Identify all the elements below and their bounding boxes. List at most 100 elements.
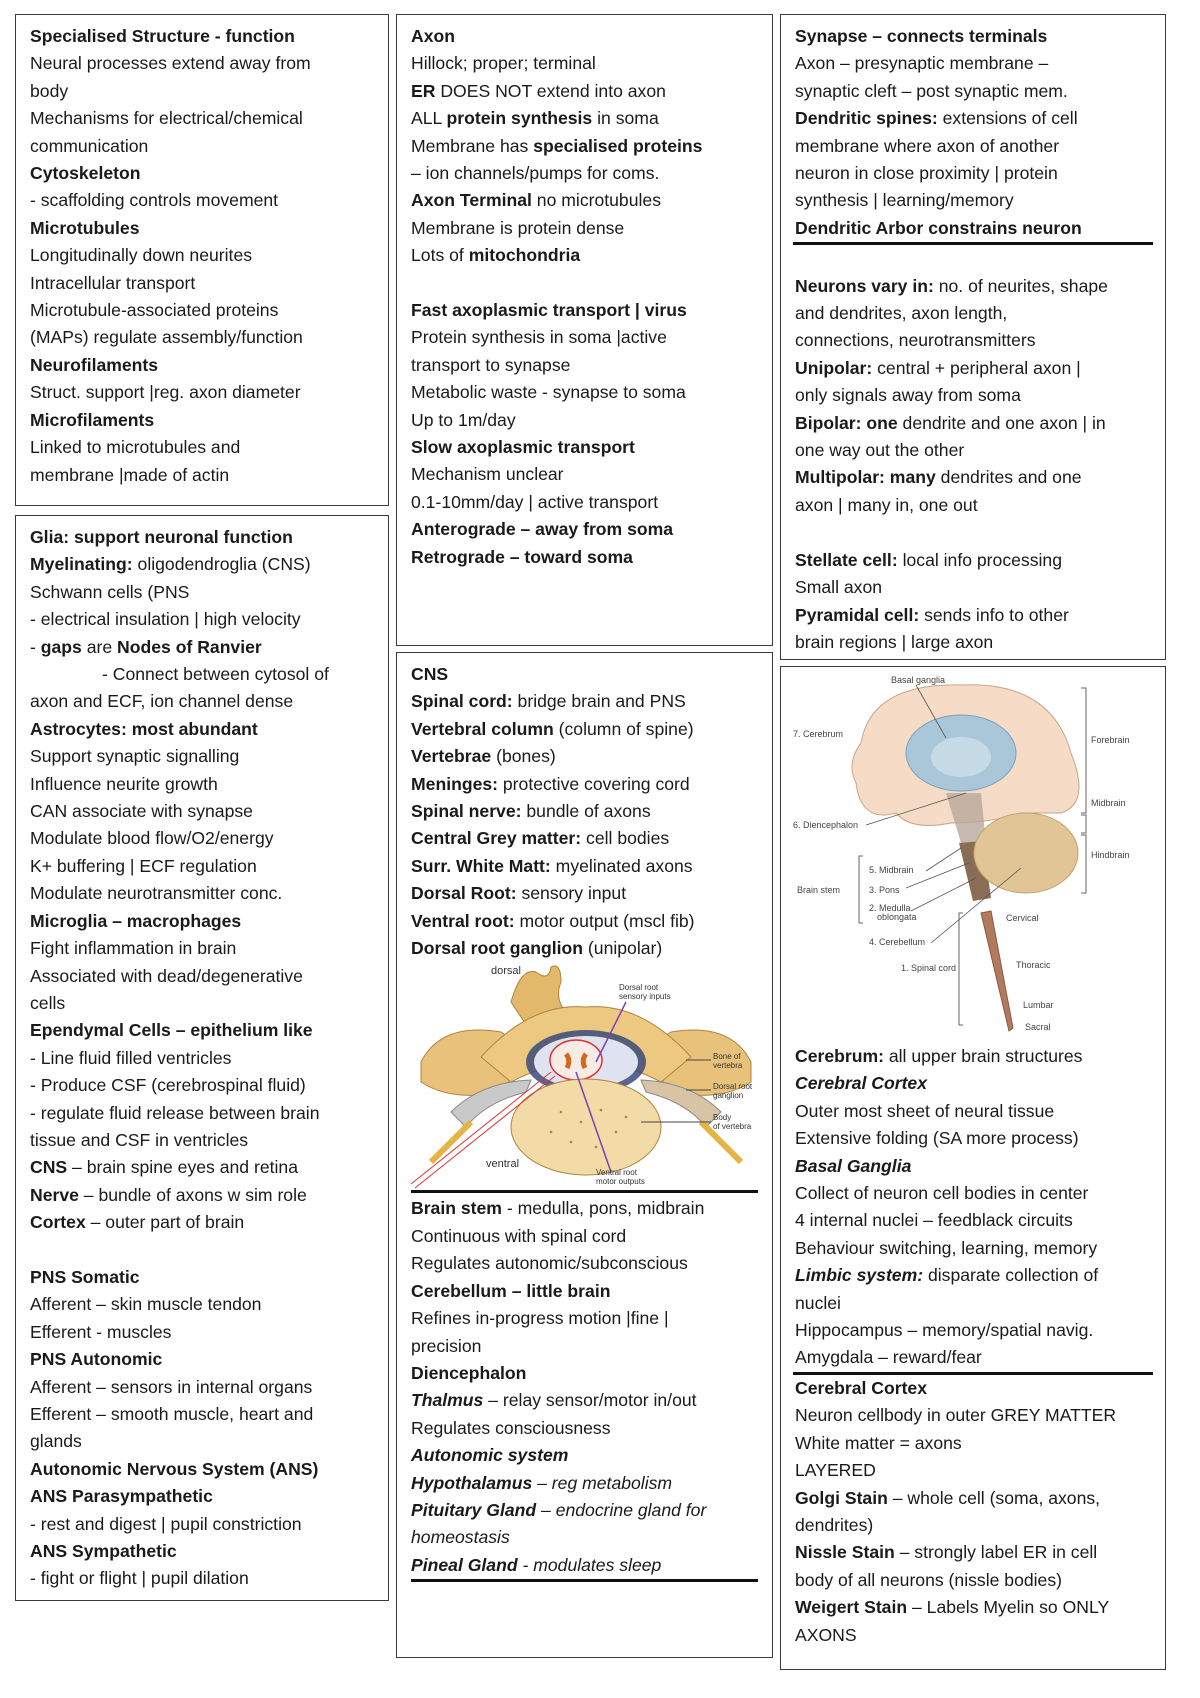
- text-line: Mechanism unclear: [411, 461, 758, 488]
- note-text: Longitudinally down neurites: [30, 245, 253, 266]
- note-text: Membrane has: [411, 135, 534, 156]
- term-label: Neurons vary in:: [795, 275, 934, 296]
- note-text: Protein synthesis in soma |active: [411, 327, 667, 348]
- text-line: connections, neurotransmitters: [795, 327, 1151, 354]
- note-text: bundle of axons: [521, 801, 651, 822]
- note-text: White matter = axons: [795, 1432, 962, 1453]
- term-label: Limbic system:: [795, 1265, 924, 1286]
- text-line: - scaffolding controls movement: [30, 187, 374, 214]
- body-label: Body: [713, 1113, 731, 1122]
- note-text: - fight or flight | pupil dilation: [30, 1568, 249, 1589]
- term-label: Cerebral Cortex: [795, 1377, 928, 1398]
- note-text: in soma: [592, 108, 659, 129]
- text-line: - gaps are Nodes of Ranvier: [30, 634, 374, 661]
- note-text: axon | many in, one out: [795, 494, 978, 515]
- text-line: Struct. support |reg. axon diameter: [30, 379, 374, 406]
- text-line: Associated with dead/degenerative: [30, 963, 374, 990]
- note-text: one way out the other: [795, 440, 965, 461]
- term-label: Nodes of Ranvier: [117, 636, 262, 657]
- note-text: Mechanisms for electrical/chemical: [30, 108, 303, 129]
- text-line: Unipolar: central + peripheral axon |: [795, 355, 1151, 382]
- note-text: Outer most sheet of neural tissue: [795, 1100, 1055, 1121]
- text-line: neuron in close proximity | protein: [795, 160, 1151, 187]
- note-text: extensions of cell: [937, 108, 1078, 129]
- text-line: Influence neurite growth: [30, 771, 374, 798]
- text-line: - fight or flight | pupil dilation: [30, 1565, 374, 1592]
- note-text: - regulate fluid release between brain: [30, 1102, 320, 1123]
- note-text: – strongly label ER in cell: [894, 1542, 1098, 1563]
- ventral-root-label: Ventral root: [596, 1168, 638, 1177]
- note-text: glands: [30, 1431, 82, 1452]
- term-label: Cerebral Cortex: [795, 1073, 928, 1094]
- term-label: CNS: [411, 664, 449, 684]
- line-list: Neurons vary in: no. of neurites, shape a…: [781, 245, 1165, 656]
- text-line: Vertebrae (bones): [411, 743, 758, 770]
- term-label: Cerebellum – little brain: [411, 1280, 611, 1301]
- note-text: synaptic cleft – post synaptic mem.: [795, 80, 1068, 101]
- text-line: body of all neurons (nissle bodies): [795, 1567, 1151, 1594]
- note-text: Up to 1m/day: [411, 409, 516, 430]
- text-line: K+ buffering | ECF regulation: [30, 853, 374, 880]
- text-line: precision: [411, 1333, 758, 1360]
- note-text: Behaviour switching, learning, memory: [795, 1237, 1098, 1258]
- text-line: synaptic cleft – post synaptic mem.: [795, 78, 1151, 105]
- text-line: - Line fluid filled ventricles: [30, 1045, 374, 1072]
- note-text: DOES NOT extend into axon: [435, 80, 666, 101]
- blank-line: [411, 270, 758, 297]
- term-label: Dendritic spines:: [795, 108, 938, 129]
- note-text: - Produce CSF (cerebrospinal fluid): [30, 1075, 306, 1096]
- term-label: specialised proteins: [533, 135, 703, 156]
- note-text: Schwann cells (PNS: [30, 581, 190, 602]
- note-text: – Labels Myelin so ONLY: [907, 1597, 1110, 1618]
- bone-sublabel: vertebra: [713, 1061, 743, 1070]
- text-line: ANS Parasympathetic: [30, 1483, 374, 1510]
- note-text: Hillock; proper; terminal: [411, 53, 596, 74]
- term-label: ANS Sympathetic: [30, 1541, 177, 1562]
- note-text: K+ buffering | ECF regulation: [30, 855, 257, 876]
- note-text: - electrical insulation | high velocity: [30, 609, 301, 630]
- note-text: – brain spine eyes and retina: [67, 1157, 298, 1178]
- text-line: homeostasis: [411, 1524, 758, 1551]
- medulla-sublabel: oblongata: [877, 912, 917, 922]
- text-line: PNS Somatic: [30, 1264, 374, 1291]
- text-line: Microtubule-associated proteins: [30, 297, 374, 324]
- text-line: Microtubules: [30, 215, 374, 242]
- term-label: Axon Terminal: [411, 190, 532, 211]
- text-line: Ventral root: motor output (mscl fib): [411, 908, 758, 935]
- text-line: AXONS: [795, 1622, 1151, 1649]
- note-text: Hippocampus – memory/spatial navig.: [795, 1320, 1094, 1341]
- text-line: CNS: [411, 661, 758, 688]
- text-line: Diencephalon: [411, 1360, 758, 1387]
- divider: [793, 242, 1153, 246]
- text-line: Continuous with spinal cord: [411, 1223, 758, 1250]
- term-label: Myelinating:: [30, 554, 133, 575]
- dorsal-root-sublabel: sensory inputs: [619, 992, 671, 1001]
- note-text: Efferent - muscles: [30, 1321, 172, 1342]
- note-text: - medulla, pons, midbrain: [501, 1198, 705, 1219]
- note-text: – whole cell (soma, axons,: [887, 1487, 1101, 1508]
- cerebrum-label: 7. Cerebrum: [793, 729, 843, 739]
- note-text: 0.1-10mm/day | active transport: [411, 491, 659, 512]
- term-label: Fast axoplasmic transport | virus: [411, 300, 687, 321]
- note-text: Struct. support |reg. axon diameter: [30, 382, 301, 403]
- text-line: transport to synapse: [411, 352, 758, 379]
- text-line: – ion channels/pumps for coms.: [411, 160, 758, 187]
- text-line: axon and ECF, ion channel dense: [30, 688, 374, 715]
- text-line: (MAPs) regulate assembly/function: [30, 324, 374, 351]
- term-label: PNS Autonomic: [30, 1349, 163, 1370]
- text-line: Lots of mitochondria: [411, 242, 758, 269]
- note-text: Afferent – skin muscle tendon: [30, 1294, 262, 1315]
- term-label: Specialised Structure - function: [30, 26, 295, 46]
- term-label: Ventral root:: [411, 910, 515, 931]
- text-line: Fast axoplasmic transport | virus: [411, 297, 758, 324]
- note-text: no. of neurites, shape: [933, 275, 1108, 296]
- text-line: cells: [30, 990, 374, 1017]
- term-label: Hypothalamus: [411, 1472, 533, 1493]
- note-text: Modulate neurotransmitter conc.: [30, 883, 283, 904]
- text-line: Hippocampus – memory/spatial navig.: [795, 1317, 1151, 1344]
- text-line: Bipolar: one dendrite and one axon | in: [795, 410, 1151, 437]
- text-line: one way out the other: [795, 437, 1151, 464]
